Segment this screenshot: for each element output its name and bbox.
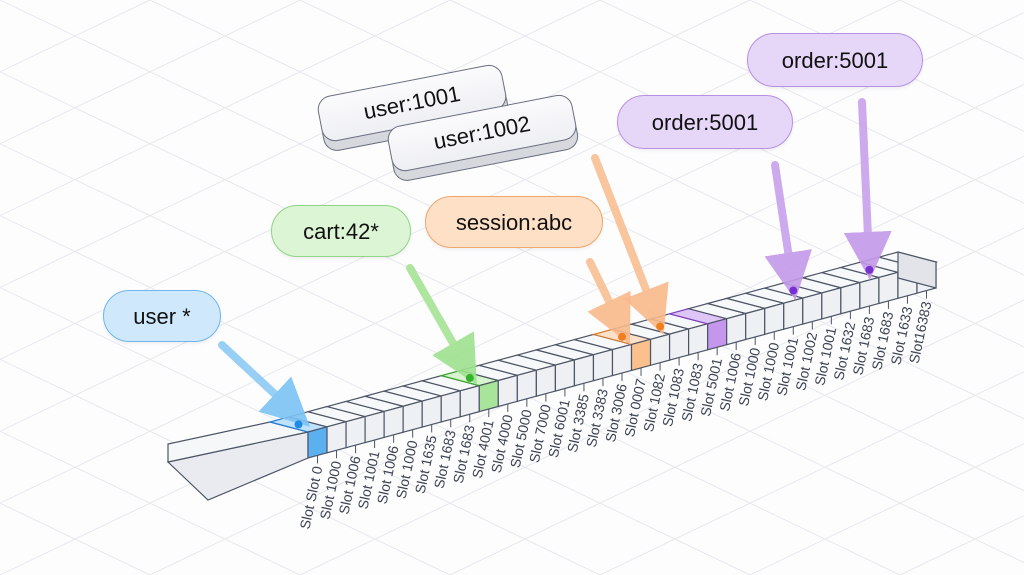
arrow-orange [586,258,631,345]
arrow-orange [591,154,669,335]
slot-front [459,384,480,418]
grid-line [0,430,301,575]
slot-front [688,323,709,356]
bar-end-cap [897,251,937,289]
slot-front [421,395,442,428]
slot-front [402,400,423,434]
arrow-blue [218,341,310,427]
grid-line [749,0,1024,132]
mapping-arrows [218,98,892,429]
grid-line [449,0,1024,276]
slot-front [535,364,556,397]
slot-marker-dot [618,332,627,341]
grid-line [0,502,151,575]
slot-front [630,338,652,372]
arrow-purple [843,98,892,280]
slot-front [611,343,633,377]
grid-line [0,0,451,217]
slot-front [383,405,404,439]
slot-marker-dot [656,322,665,331]
slot-front [821,286,842,320]
slot-front [783,297,804,330]
grid-line [0,0,301,145]
slot-front [764,302,785,336]
slot-front [726,312,747,346]
slot-front [668,328,690,361]
slot-front [878,271,899,305]
key-order-5001-a[interactable]: order:5001 [617,95,793,149]
slot-front [745,307,766,341]
arrow-purple [764,161,812,301]
slot-front [497,374,518,408]
slot-front [840,281,861,315]
slot-front [326,420,347,454]
slot-front [859,276,880,310]
grid-line [0,286,601,575]
slot-front [364,410,385,444]
key-session-abc[interactable]: session:abc [425,196,603,248]
slot-front [592,348,614,382]
grid-line [0,0,151,73]
slot-marker-dot [465,374,474,383]
arrow-green [406,264,477,385]
grid-line [449,299,1024,575]
slot-front [554,359,576,392]
key-user-wildcard[interactable]: user * [103,290,221,342]
slot-marker-dot [865,265,874,274]
slot-front [802,292,823,325]
grid-line [749,443,1024,575]
grid-line [599,0,1024,204]
slot-front [478,379,499,413]
slot-front [516,369,537,403]
key-order-5001-b[interactable]: order:5001 [747,33,923,87]
slot-front [307,426,328,459]
slot-front [573,353,595,387]
slot-front [649,333,671,367]
slot-marker-dot [294,420,303,429]
slot-marker-dot [789,286,798,295]
slot-front [345,415,366,449]
grid-line [599,371,1024,575]
slot-front [707,317,728,351]
grid-line [149,155,1024,575]
key-cart-42[interactable]: cart:42* [271,205,411,257]
slot-front [440,390,461,423]
